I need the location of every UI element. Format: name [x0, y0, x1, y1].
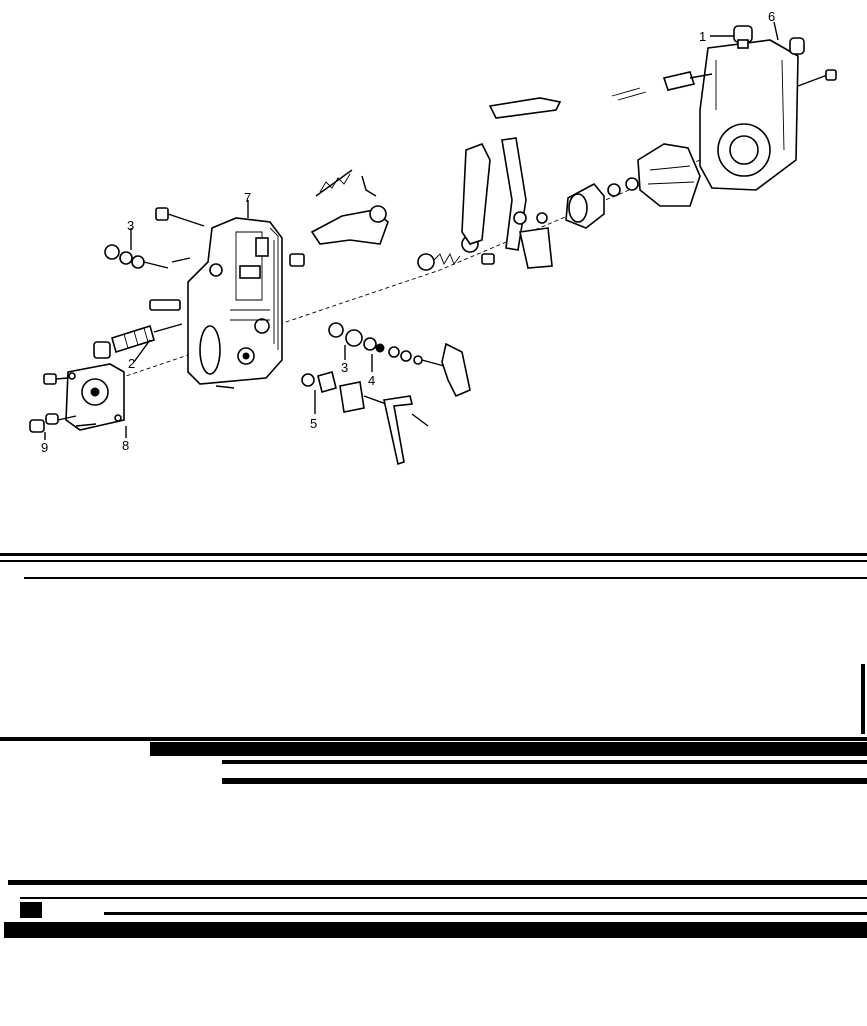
callout-8: 8 — [122, 438, 129, 453]
governor-weights-part — [565, 143, 701, 229]
scan-band-top-3 — [24, 577, 867, 579]
washer-group-left — [104, 207, 205, 269]
exploded-parts-diagram: 1 2 3 3 4 5 6 7 8 9 — [29, 9, 837, 466]
lower-lever-parts — [301, 371, 429, 466]
scan-band-low-4 — [104, 912, 867, 915]
callout-3b: 3 — [341, 360, 348, 375]
scan-band-low-5 — [4, 922, 867, 938]
callout-6: 6 — [768, 9, 775, 24]
scan-band-low-2 — [20, 897, 867, 899]
scan-band-top-1 — [0, 553, 867, 556]
callout-4: 4 — [368, 373, 375, 388]
governor-lever-assembly — [461, 97, 562, 269]
callout-2: 2 — [128, 356, 135, 371]
callout-7: 7 — [244, 190, 251, 205]
callout-leader-2 — [133, 339, 151, 363]
scan-band-mid-4 — [222, 778, 867, 784]
scan-band-top-2 — [0, 560, 867, 562]
scan-mark-right — [861, 664, 865, 734]
pump-housing-part — [149, 217, 283, 389]
cap-fittings-part — [29, 373, 97, 433]
callout-leader-6 — [773, 21, 779, 41]
callout-5: 5 — [310, 416, 317, 431]
callout-1: 1 — [699, 29, 706, 44]
shaft-parts-center — [328, 322, 471, 398]
fuel-fitting-part — [93, 323, 183, 359]
scan-band-low-3 — [20, 902, 42, 918]
callout-9: 9 — [41, 440, 48, 455]
scan-band-mid-1 — [0, 737, 867, 741]
center-spring-part — [417, 235, 495, 271]
lever-spring-assembly — [289, 169, 389, 267]
scan-band-low-1 — [8, 880, 867, 885]
scan-band-mid-3 — [222, 760, 867, 764]
governor-housing-part — [611, 25, 837, 191]
callout-3a: 3 — [127, 218, 134, 233]
scan-band-mid-2 — [150, 742, 867, 756]
cover-plate-part — [65, 363, 125, 431]
